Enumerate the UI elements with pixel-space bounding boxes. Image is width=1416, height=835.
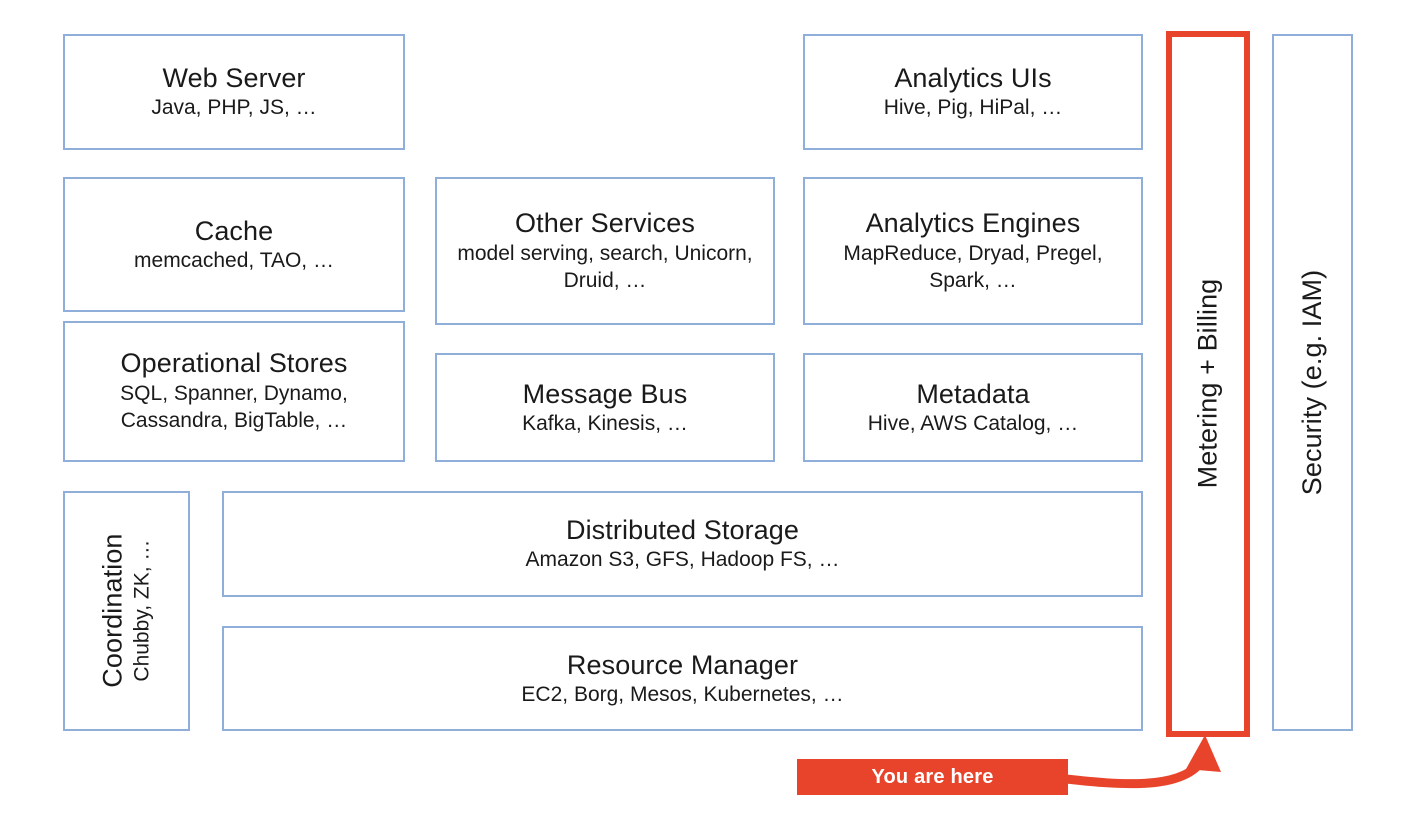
box-title: Coordination — [97, 533, 128, 689]
box-other-services[interactable]: Other Services model serving, search, Un… — [435, 177, 775, 325]
box-subtitle: model serving, search, Unicorn, Druid, … — [457, 241, 753, 292]
box-subtitle: Java, PHP, JS, … — [151, 96, 317, 120]
callout-label: You are here — [871, 765, 994, 788]
box-web-server[interactable]: Web Server Java, PHP, JS, … — [63, 34, 405, 150]
box-security[interactable]: Security (e.g. IAM) — [1272, 34, 1353, 731]
box-title: Metering + Billing — [1192, 279, 1223, 489]
box-metering-billing[interactable]: Metering + Billing — [1166, 31, 1250, 737]
vertical-text: Coordination Chubby, ZK, … — [98, 534, 155, 688]
box-subtitle: EC2, Borg, Mesos, Kubernetes, … — [521, 682, 844, 706]
box-subtitle: SQL, Spanner, Dynamo, Cassandra, BigTabl… — [120, 382, 348, 433]
box-subtitle: Hive, AWS Catalog, … — [867, 411, 1079, 435]
box-title: Analytics UIs — [894, 63, 1052, 94]
box-title: Security (e.g. IAM) — [1296, 269, 1327, 496]
arrow-curve — [1061, 757, 1206, 789]
arrow-head — [1186, 735, 1221, 772]
box-title: Other Services — [515, 207, 695, 238]
vertical-text: Metering + Billing — [1192, 279, 1223, 489]
box-analytics-uis[interactable]: Analytics UIs Hive, Pig, HiPal, … — [803, 34, 1143, 150]
box-cache[interactable]: Cache memcached, TAO, … — [63, 177, 405, 312]
box-title: Distributed Storage — [565, 515, 800, 546]
box-subtitle: memcached, TAO, … — [134, 248, 334, 272]
box-title: Resource Manager — [566, 649, 799, 680]
vertical-text: Security (e.g. IAM) — [1297, 270, 1328, 495]
box-title: Web Server — [162, 63, 306, 94]
you-are-here-callout[interactable]: You are here — [797, 759, 1068, 795]
box-subtitle: Kafka, Kinesis, … — [522, 411, 688, 435]
box-coordination[interactable]: Coordination Chubby, ZK, … — [63, 491, 190, 731]
box-subtitle: MapReduce, Dryad, Pregel, Spark, … — [843, 241, 1103, 292]
box-subtitle: Hive, Pig, HiPal, … — [883, 96, 1063, 120]
box-metadata[interactable]: Metadata Hive, AWS Catalog, … — [803, 353, 1143, 462]
box-title: Operational Stores — [120, 348, 348, 379]
box-message-bus[interactable]: Message Bus Kafka, Kinesis, … — [435, 353, 775, 462]
box-subtitle: Chubby, ZK, … — [130, 540, 154, 682]
box-operational-stores[interactable]: Operational Stores SQL, Spanner, Dynamo,… — [63, 321, 405, 462]
box-title: Cache — [194, 215, 274, 246]
box-title: Message Bus — [522, 378, 688, 409]
box-title: Analytics Engines — [865, 207, 1081, 238]
box-subtitle: Amazon S3, GFS, Hadoop FS, … — [525, 548, 840, 572]
box-analytics-engines[interactable]: Analytics Engines MapReduce, Dryad, Preg… — [803, 177, 1143, 325]
box-title: Metadata — [916, 378, 1030, 409]
box-resource-manager[interactable]: Resource Manager EC2, Borg, Mesos, Kuber… — [222, 626, 1143, 731]
box-distributed-storage[interactable]: Distributed Storage Amazon S3, GFS, Hado… — [222, 491, 1143, 597]
